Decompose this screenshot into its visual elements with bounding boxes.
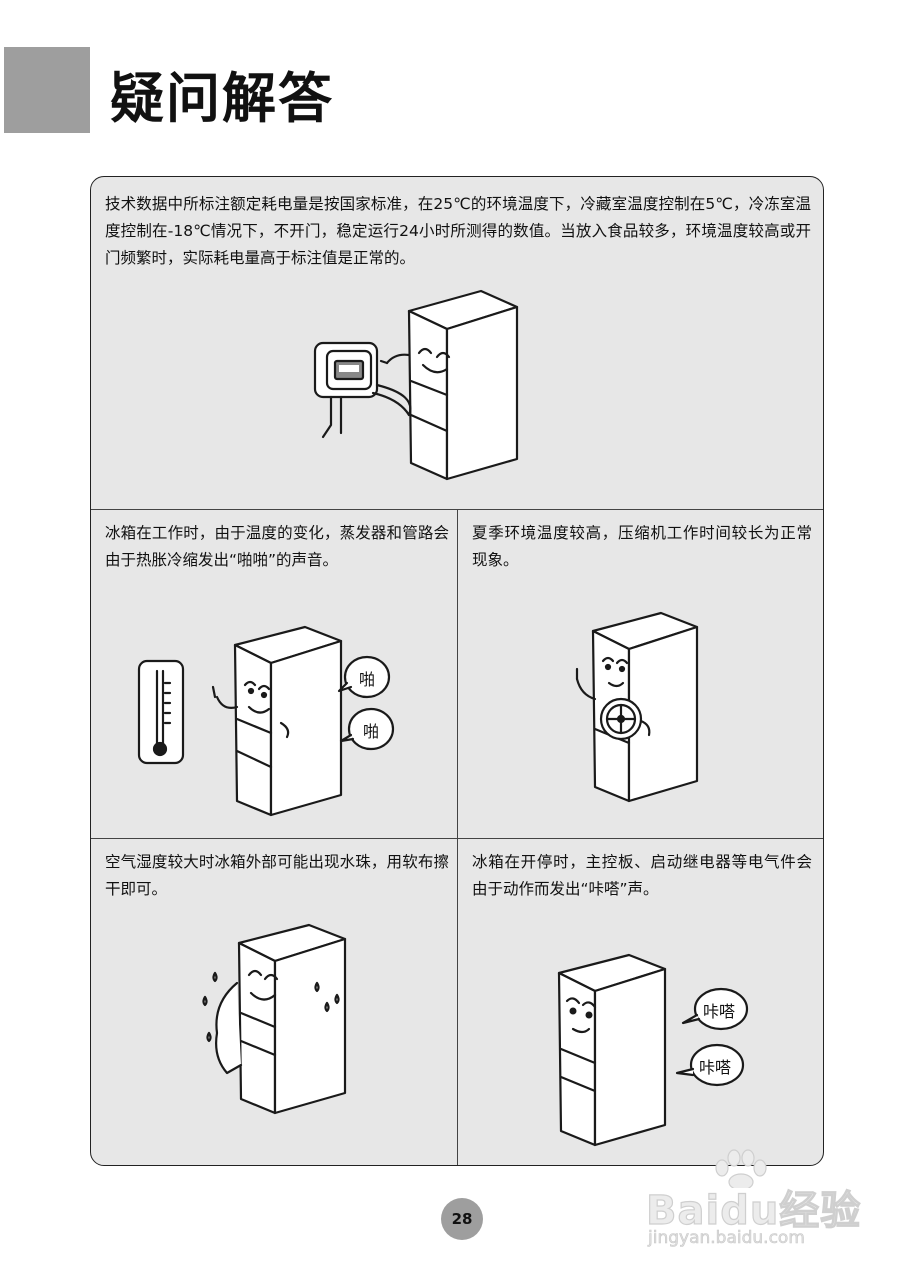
watermark-brand: Baidu经验 — [645, 1187, 862, 1234]
divider-vertical — [457, 509, 458, 1165]
fridge-power-meter-illustration — [301, 285, 531, 485]
fridge-compressor-illustration — [557, 611, 707, 811]
fridge-condensation-illustration — [197, 923, 367, 1123]
fridge-thermometer-illustration: 啪 啪 — [135, 623, 405, 823]
watermark-url: jingyan.baidu.com — [648, 1228, 805, 1249]
title-block-decor — [4, 47, 90, 133]
paw-icon — [715, 1149, 767, 1188]
page-title: 疑问解答 — [110, 67, 334, 130]
faq-panel: 技术数据中所标注额定耗电量是按国家标准，在25℃的环境温度下，冷藏室温度控制在5… — [90, 176, 824, 1166]
relay-sound-bubble-1: 咔嗒 — [703, 1002, 736, 1021]
page-number: 28 — [441, 1198, 483, 1240]
faq-relay-click-text: 冰箱在开停时，主控板、启动继电器等电气件会由于动作而发出“咔嗒”声。 — [472, 853, 812, 898]
click-sound-bubble-1: 啪 — [359, 670, 376, 689]
relay-sound-bubble-2: 咔嗒 — [699, 1058, 732, 1077]
baidu-watermark: Baidu经验 jingyan.baidu.com — [638, 1148, 888, 1248]
click-sound-bubble-2: 啪 — [363, 722, 380, 741]
faq-expansion-sound-text: 冰箱在工作时，由于温度的变化，蒸发器和管路会由于热胀冷缩发出“啪啪”的声音。 — [105, 524, 449, 569]
faq-condensation-text: 空气湿度较大时冰箱外部可能出现水珠，用软布擦干即可。 — [105, 853, 449, 898]
faq-compressor-runtime-text: 夏季环境温度较高，压缩机工作时间较长为正常现象。 — [472, 524, 812, 569]
faq-energy-text: 技术数据中所标注额定耗电量是按国家标准，在25℃的环境温度下，冷藏室温度控制在5… — [105, 195, 811, 267]
fridge-relay-illustration: 咔嗒 咔嗒 — [555, 953, 755, 1149]
